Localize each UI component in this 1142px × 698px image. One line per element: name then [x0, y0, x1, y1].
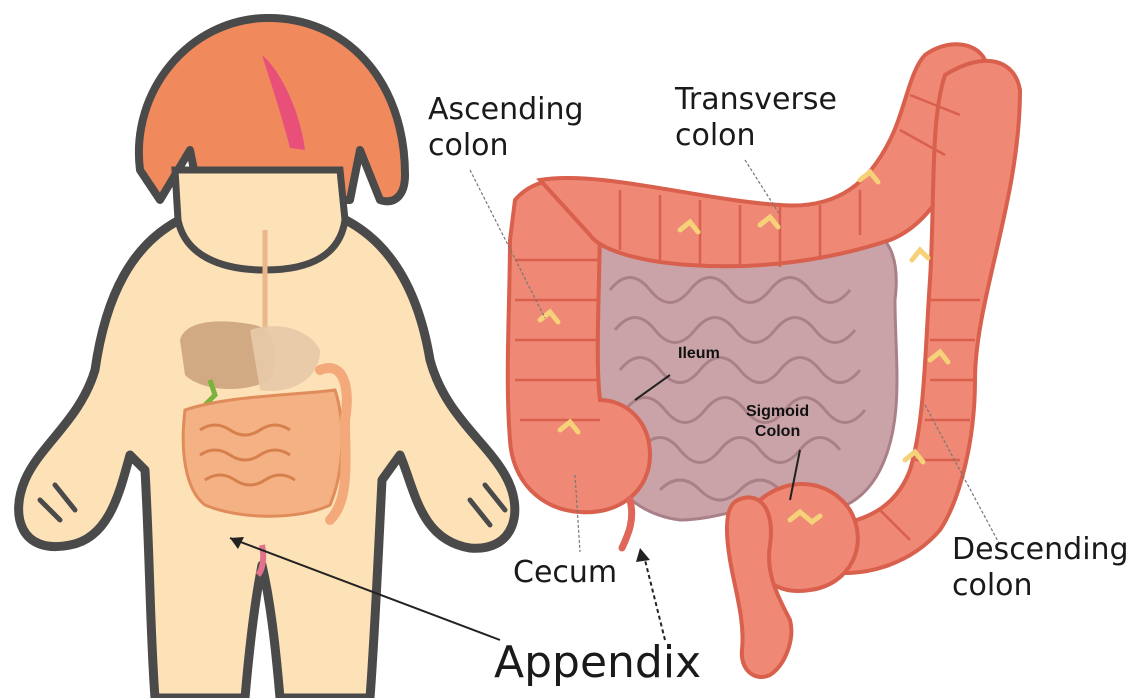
label-line: Colon	[746, 422, 809, 442]
label-line: colon	[952, 568, 1129, 604]
label-line: Transverse	[675, 82, 837, 118]
transverse-colon	[540, 44, 985, 266]
label-line: Sigmoid	[746, 402, 809, 422]
appendix-structure	[622, 500, 632, 548]
label-line: Descending	[952, 532, 1129, 568]
label-descending-colon: Descending colon	[952, 532, 1129, 604]
label-ascending-colon: Ascending colon	[428, 92, 584, 164]
label-sigmoid-colon: Sigmoid Colon	[746, 402, 809, 442]
label-line: colon	[675, 118, 837, 154]
label-line: Cecum	[513, 555, 617, 591]
label-cecum: Cecum	[513, 555, 617, 591]
appendix-pointer	[645, 560, 665, 640]
label-appendix: Appendix	[494, 638, 701, 688]
label-line: Ascending	[428, 92, 584, 128]
label-line: colon	[428, 128, 584, 164]
label-ileum: Ileum	[678, 344, 720, 364]
child-face	[175, 170, 345, 270]
label-line: Ileum	[678, 344, 720, 364]
label-transverse-colon: Transverse colon	[675, 82, 837, 154]
